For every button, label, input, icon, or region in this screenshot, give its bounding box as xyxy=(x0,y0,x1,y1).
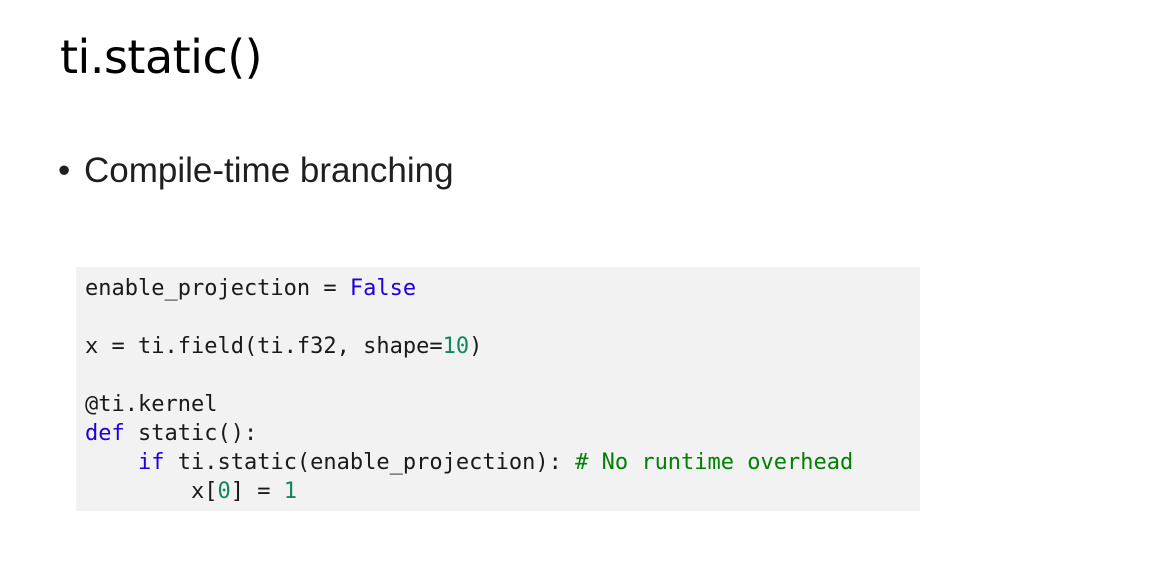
slide-title: ti.static() xyxy=(60,30,263,84)
code-keyword: if xyxy=(137,450,165,475)
code-indent xyxy=(85,479,191,504)
code-line-6: x[0] = 1 xyxy=(85,477,920,506)
bullet-dot-icon: • xyxy=(58,151,71,190)
bullet-list: • Compile-time branching xyxy=(58,150,454,192)
bullet-text: Compile-time branching xyxy=(84,151,454,190)
code-indent xyxy=(85,450,138,475)
code-line-3: @ti.kernel xyxy=(85,390,920,419)
code-text: ti.static(enable_projection): xyxy=(164,450,576,475)
code-text: x[ xyxy=(190,479,218,504)
code-text: x = ti.field(ti.f32, shape= xyxy=(85,334,443,359)
code-number: 1 xyxy=(283,479,297,504)
code-number: 10 xyxy=(442,334,470,359)
code-text: static(): xyxy=(124,421,258,446)
bullet-item: • Compile-time branching xyxy=(58,150,454,192)
code-comment: # No runtime overhead xyxy=(575,450,854,475)
code-number: 0 xyxy=(217,479,231,504)
code-line-5: if ti.static(enable_projection): # No ru… xyxy=(85,448,920,477)
code-text: ) xyxy=(469,334,483,359)
code-text: @ti.kernel xyxy=(85,392,218,417)
code-line-2: x = ti.field(ti.f32, shape=10) xyxy=(85,332,920,361)
code-keyword: False xyxy=(349,276,417,301)
code-text: ] = xyxy=(230,479,284,504)
code-block: enable_projection = False x = ti.field(t… xyxy=(76,267,920,511)
code-line-blank xyxy=(85,303,920,332)
code-text: enable_projection = xyxy=(85,276,350,301)
code-line-4: def static(): xyxy=(85,419,920,448)
code-line-1: enable_projection = False xyxy=(85,274,920,303)
code-line-blank xyxy=(85,361,920,390)
code-keyword: def xyxy=(85,421,125,446)
